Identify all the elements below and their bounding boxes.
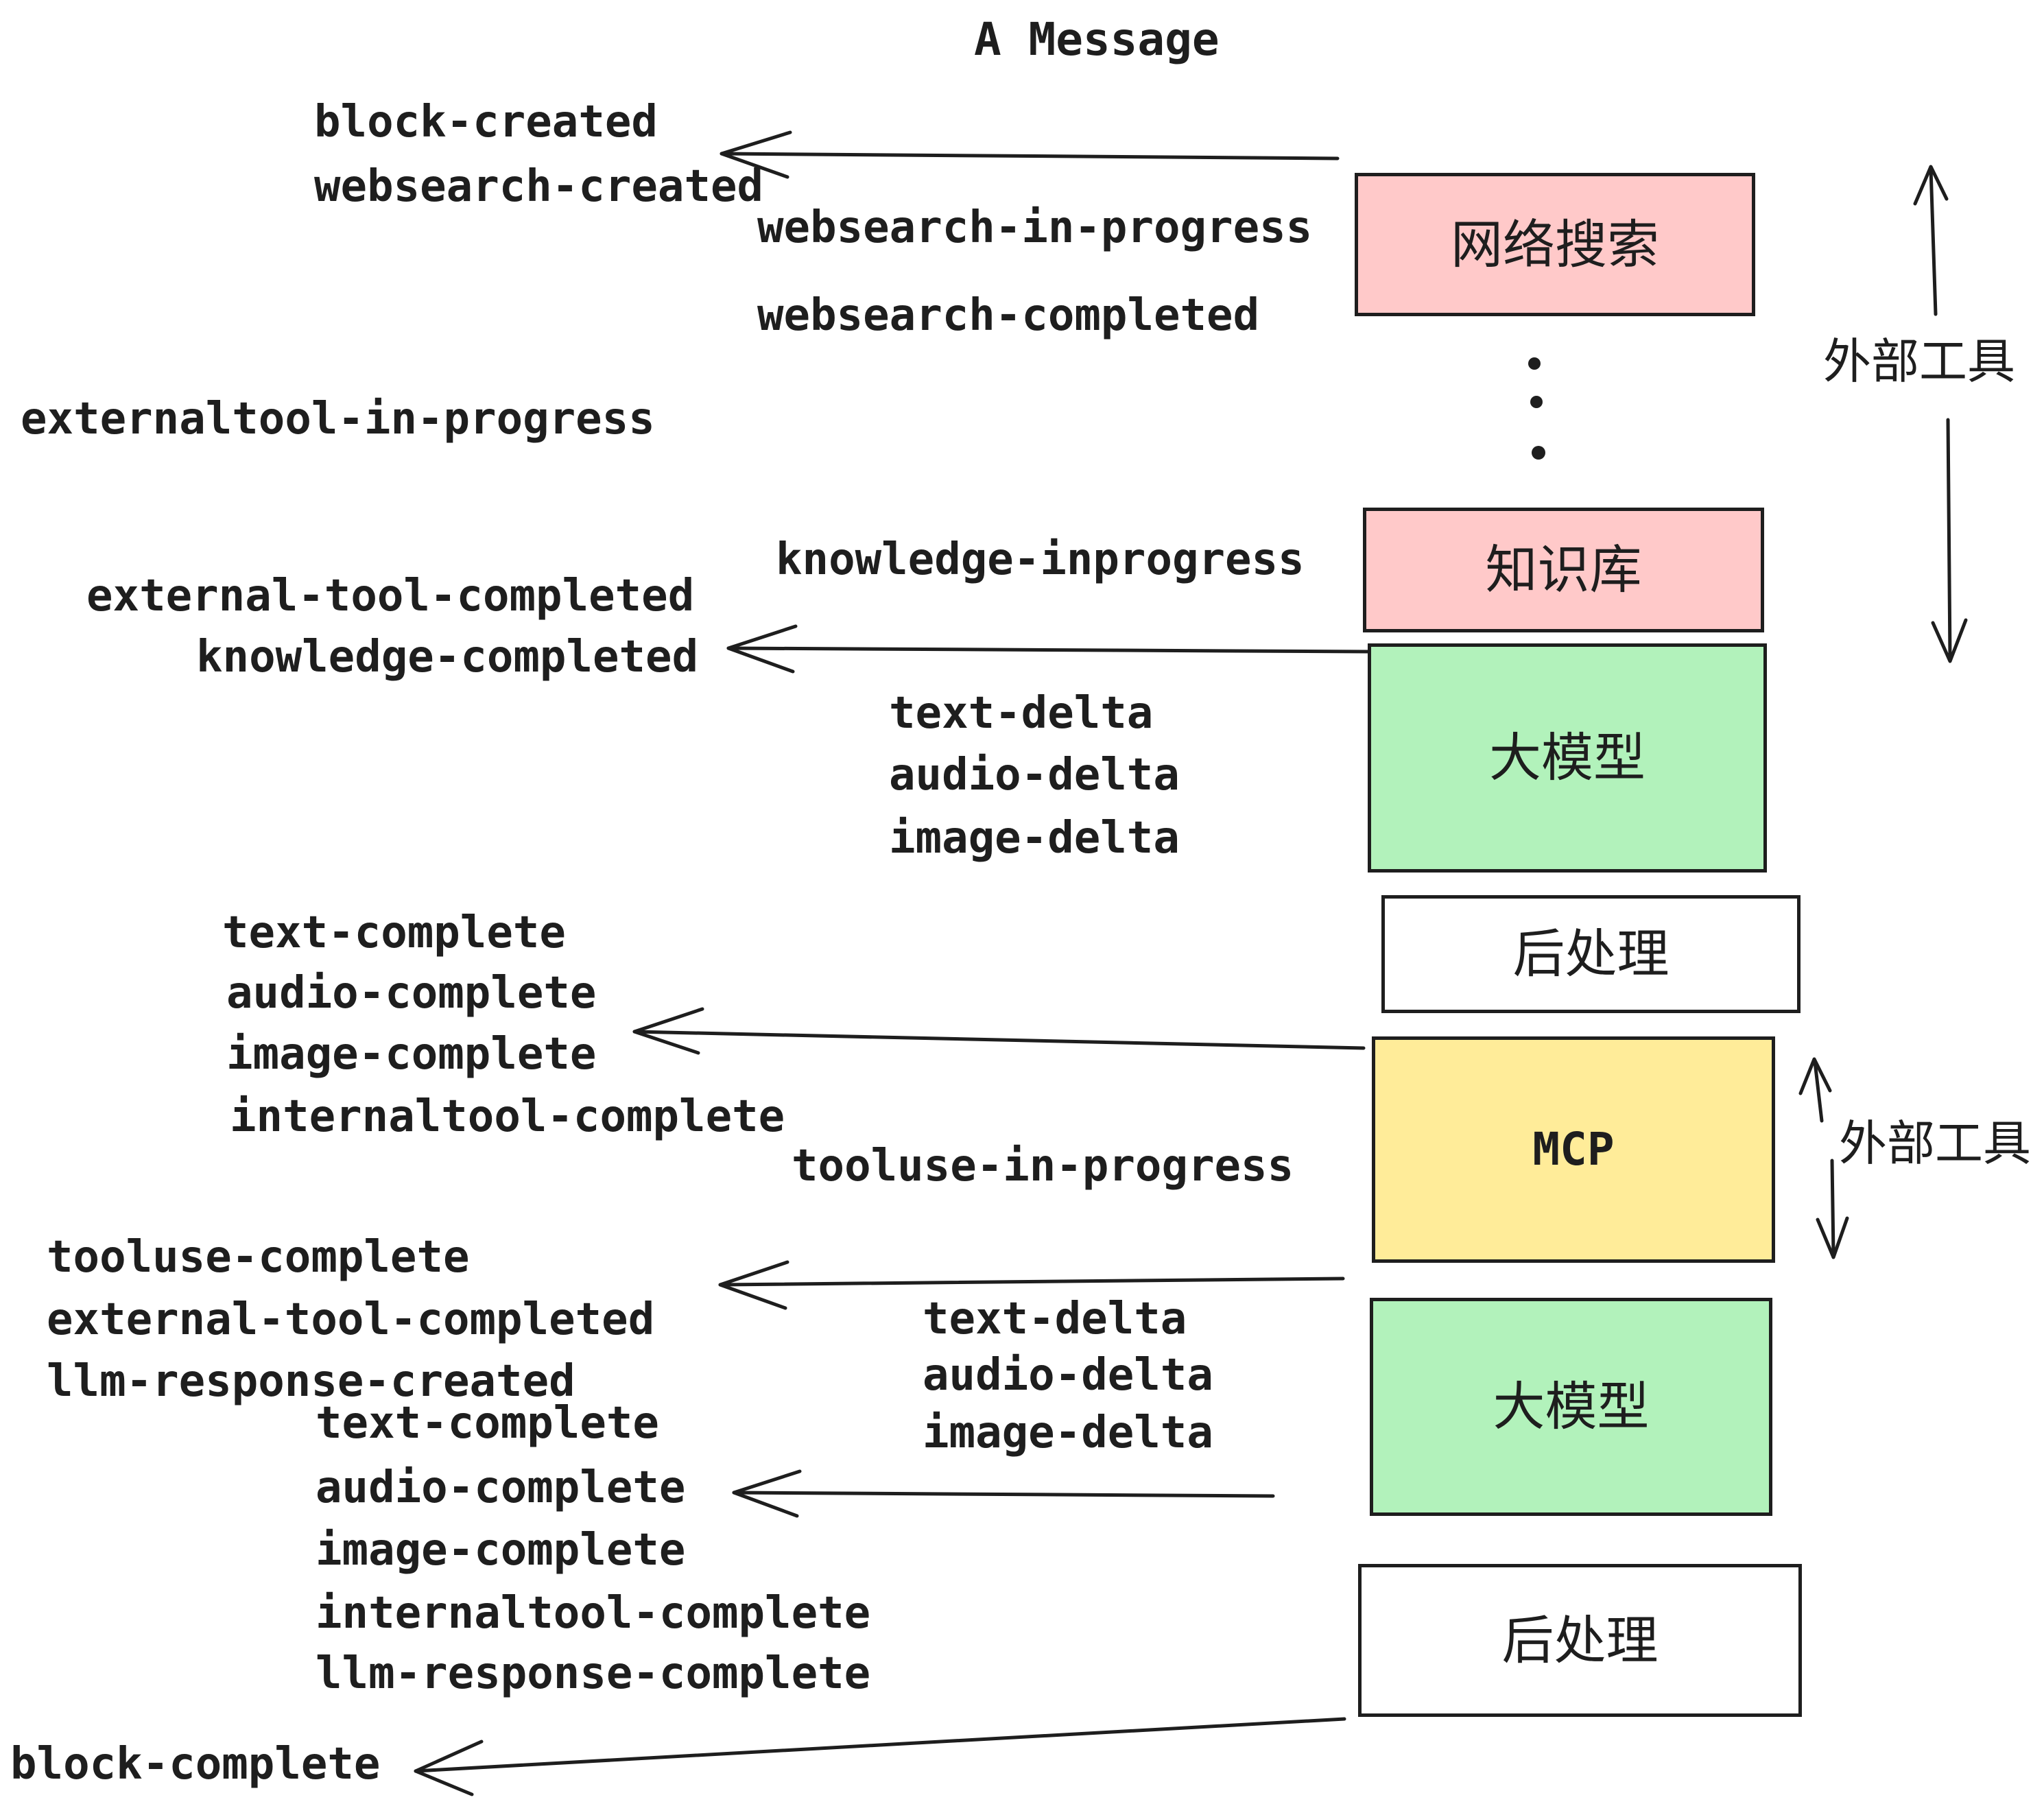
event-label-text-complete-1: text-complete <box>222 907 566 958</box>
diagram-title: A Message <box>974 13 1220 66</box>
arrow-llm1-to-knowledge-completed-icon <box>726 624 1372 674</box>
external-tools-annotation-1: 外部工具 <box>1823 333 2015 390</box>
arrow-postprocess2-to-block-complete-icon <box>414 1717 1346 1796</box>
arrow-postprocess1-to-image-complete-icon <box>632 1007 1366 1055</box>
event-label-tooluse-in-progress: tooluse-in-progress <box>792 1141 1294 1191</box>
box-llm-2: 大模型 <box>1370 1298 1772 1516</box>
event-label-image-complete-2: image-complete <box>316 1525 686 1576</box>
event-label-websearch-completed: websearch-completed <box>757 290 1260 341</box>
event-label-externaltool-in-progress: externaltool-in-progress <box>21 394 655 444</box>
event-label-internaltool-complete-2: internaltool-complete <box>316 1588 871 1639</box>
event-label-audio-delta-1: audio-delta <box>889 750 1180 800</box>
event-label-knowledge-completed: knowledge-completed <box>196 632 699 683</box>
external-tools-annotation-2: 外部工具 <box>1839 1115 2031 1172</box>
event-label-knowledge-inprogress: knowledge-inprogress <box>776 534 1305 585</box>
box-mcp-label: MCP <box>1532 1123 1615 1176</box>
arrow-websearch-to-block-created-icon <box>720 130 1340 179</box>
event-label-llm-response-complete: llm-response-complete <box>316 1648 871 1699</box>
box-llm-2-label: 大模型 <box>1493 1376 1650 1437</box>
box-post-process-2-label: 后处理 <box>1501 1609 1659 1671</box>
event-label-websearch-in-progress: websearch-in-progress <box>757 202 1313 253</box>
external-tools-2-up-arrow-icon <box>1798 1057 1832 1123</box>
box-post-process-2: 后处理 <box>1358 1564 1802 1717</box>
event-label-text-delta-2: text-delta <box>923 1294 1187 1344</box>
event-label-image-delta-2: image-delta <box>923 1408 1213 1458</box>
box-llm-1: 大模型 <box>1368 643 1767 873</box>
event-label-block-complete: block-complete <box>10 1739 381 1790</box>
box-llm-1-label: 大模型 <box>1489 727 1645 788</box>
box-post-process-1-label: 后处理 <box>1512 923 1669 984</box>
box-knowledge-base: 知识库 <box>1363 508 1764 632</box>
event-label-block-created: block-created <box>314 97 658 147</box>
ellipsis-dots-icon <box>1528 357 1545 460</box>
event-label-internaltool-complete-1: internaltool-complete <box>230 1091 785 1142</box>
event-label-image-complete-1: image-complete <box>226 1029 597 1080</box>
event-label-image-delta-1: image-delta <box>889 813 1180 864</box>
arrow-llm2-to-audio-complete-icon <box>732 1469 1275 1518</box>
event-label-llm-response-created: llm-response-created <box>47 1356 575 1407</box>
box-websearch-label: 网络搜索 <box>1451 213 1659 275</box>
box-knowledge-base-label: 知识库 <box>1485 539 1642 600</box>
external-tools-up-arrow-icon <box>1913 165 1949 316</box>
event-label-audio-delta-2: audio-delta <box>923 1350 1213 1401</box>
event-label-audio-complete-2: audio-complete <box>316 1462 686 1513</box>
event-label-external-tool-completed-2: external-tool-completed <box>47 1294 655 1345</box>
event-label-text-delta-1: text-delta <box>889 688 1154 739</box>
event-label-audio-complete-1: audio-complete <box>226 968 597 1019</box>
event-label-text-complete-2: text-complete <box>316 1398 659 1449</box>
external-tools-down-arrow-icon <box>1931 418 1968 663</box>
external-tools-2-down-arrow-icon <box>1816 1159 1849 1259</box>
event-label-tooluse-complete: tooluse-complete <box>47 1232 470 1283</box>
event-label-websearch-created: websearch-created <box>314 161 764 212</box>
box-mcp: MCP <box>1372 1036 1775 1263</box>
box-post-process-1: 后处理 <box>1381 895 1801 1013</box>
box-websearch: 网络搜索 <box>1355 173 1755 316</box>
event-label-external-tool-completed-1: external-tool-completed <box>86 571 695 621</box>
